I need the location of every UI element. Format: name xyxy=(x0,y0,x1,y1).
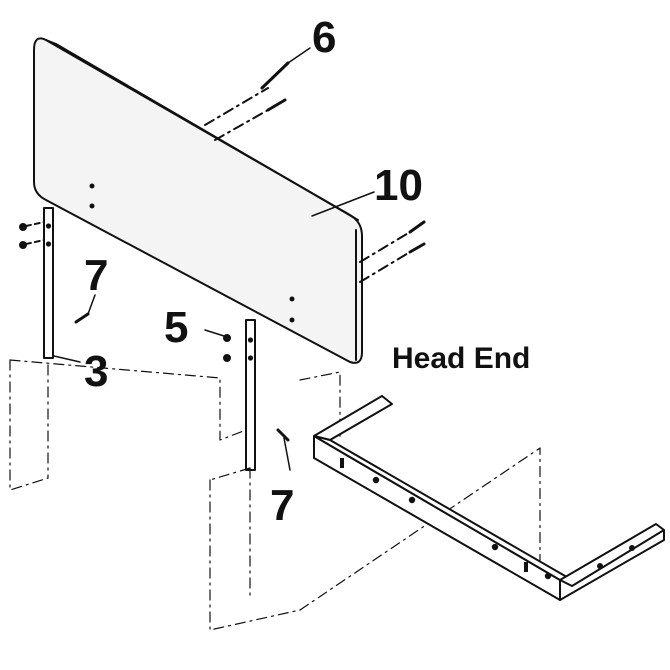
leader-lines xyxy=(53,47,375,363)
callout-part-10: 10 xyxy=(374,161,423,210)
callout-part-7-lower: 7 xyxy=(270,481,295,530)
head-end-label: Head End xyxy=(392,342,531,375)
part-7-fasteners xyxy=(74,294,291,471)
leg-screws-left xyxy=(19,221,45,249)
callout-part-3: 3 xyxy=(84,347,109,396)
right-leg xyxy=(245,319,256,471)
callout-part-6: 6 xyxy=(312,13,337,62)
side-bolts xyxy=(359,220,426,283)
bed-frame-rail xyxy=(313,395,665,601)
leg-screws-right xyxy=(223,334,231,362)
panel-holes xyxy=(89,183,295,323)
callout-part-7-upper: 7 xyxy=(84,251,109,300)
headboard-panel xyxy=(33,37,363,364)
left-leg xyxy=(43,207,54,359)
projection-lines xyxy=(9,359,541,631)
callout-part-5: 5 xyxy=(164,303,189,352)
top-bolts xyxy=(204,61,290,141)
